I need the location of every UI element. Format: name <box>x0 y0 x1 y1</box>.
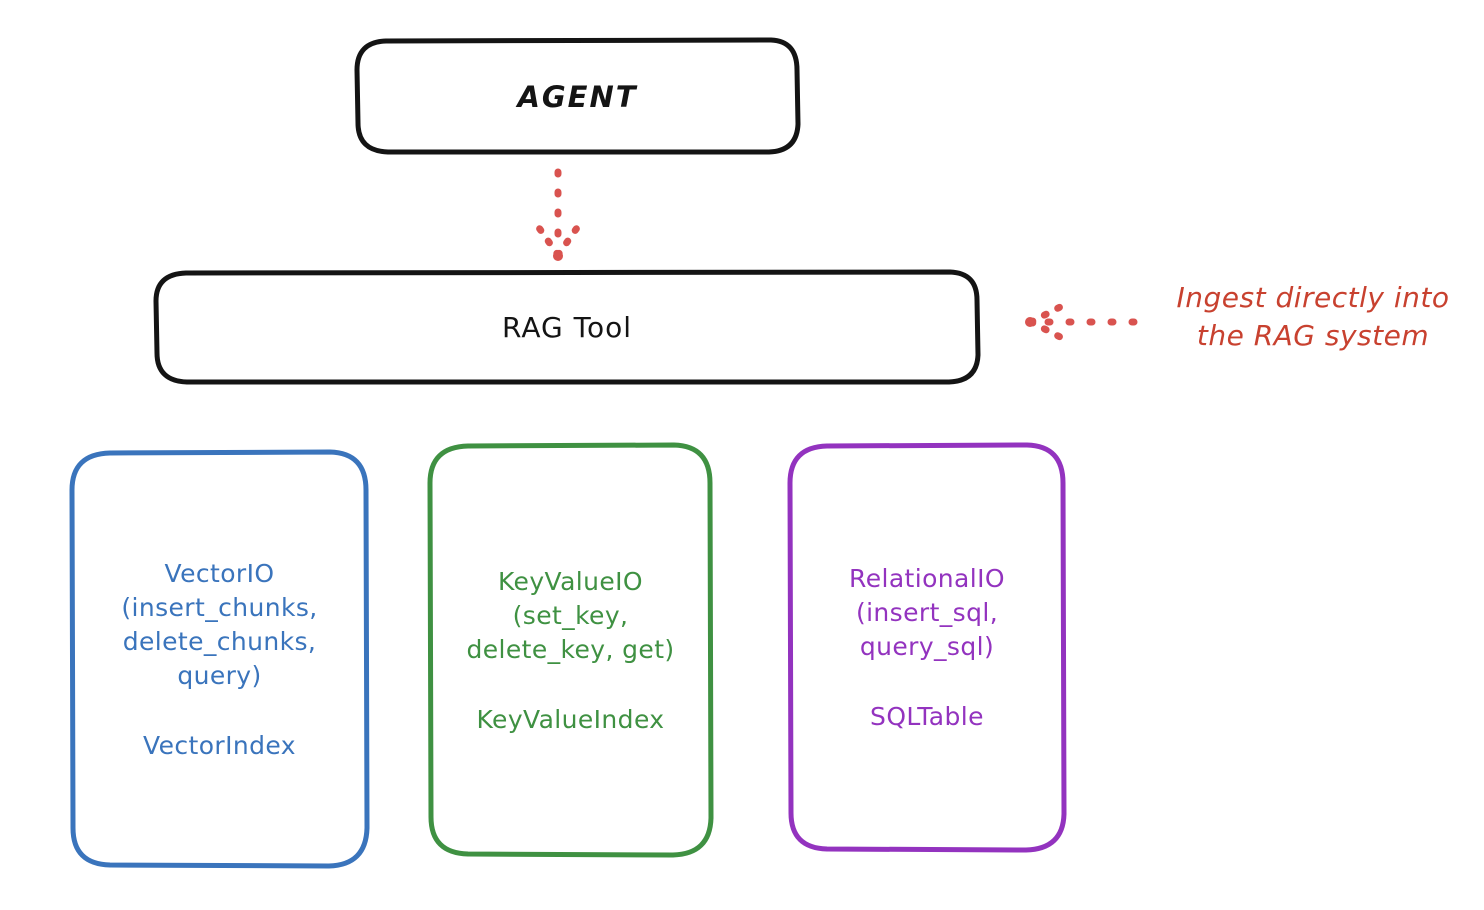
ingest-annotation-text: Ingest directly into the RAG system <box>1176 281 1450 352</box>
agent-box-outline <box>354 37 801 155</box>
key-value-index-label: KeyValueIndex <box>476 704 665 734</box>
rag-tool-node[interactable]: RAG Tool <box>156 272 978 383</box>
vector-io-box-outline <box>69 449 370 869</box>
relational-io-node[interactable]: RelationalIO (insert_sql, query_sql) SQL… <box>790 445 1064 851</box>
rag-tool-label: RAG Tool <box>502 311 632 344</box>
relational-io-title: RelationalIO (insert_sql, query_sql) <box>849 564 1005 661</box>
key-value-io-node[interactable]: KeyValueIO (set_key, delete_key, get) Ke… <box>430 445 711 856</box>
key-value-io-title: KeyValueIO (set_key, delete_key, get) <box>466 566 675 664</box>
agent-to-rag-tool-connector <box>533 168 583 261</box>
rag-tool-box-outline <box>153 269 981 385</box>
key-value-io-box-outline <box>427 442 714 858</box>
ingest-to-rag-tool-connector <box>1025 300 1138 344</box>
vector-io-title: VectorIO (insert_chunks, delete_chunks, … <box>121 558 318 690</box>
agent-label: AGENT <box>517 79 638 114</box>
vector-io-node[interactable]: VectorIO (insert_chunks, delete_chunks, … <box>72 452 367 867</box>
vector-index-label: VectorIndex <box>143 730 296 760</box>
agent-node[interactable]: AGENT <box>357 40 798 153</box>
relational-io-box-outline <box>787 442 1067 853</box>
sql-table-label: SQLTable <box>870 702 984 731</box>
